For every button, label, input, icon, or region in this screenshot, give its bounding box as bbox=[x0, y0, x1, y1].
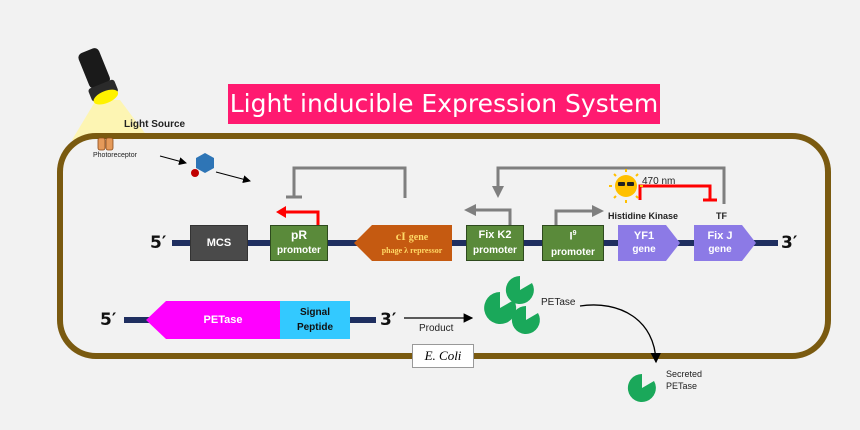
yf1-label: YF1 bbox=[633, 230, 655, 242]
signal-peptide-block: Signal Peptide bbox=[280, 301, 350, 339]
yf1-gene-label: gene bbox=[632, 244, 656, 255]
mcs-block: MCS bbox=[190, 225, 248, 261]
petase-gene-label: PETase bbox=[203, 314, 243, 326]
fixk2-promoter-block: Fix K2 promoter bbox=[466, 225, 524, 261]
secreted-label-line1: Secreted bbox=[666, 369, 703, 379]
secreted-petase-label: Secreted PETase bbox=[666, 368, 702, 392]
mcs-label: MCS bbox=[206, 236, 232, 249]
wavelength-label: 470 nm bbox=[642, 176, 676, 187]
tf-label: TF bbox=[716, 211, 727, 221]
i9-label: I bbox=[569, 230, 573, 243]
page-title: Light inducible Expression System bbox=[228, 84, 660, 124]
three-prime-label-1: 3′ bbox=[781, 233, 798, 253]
signal-molecule-icon bbox=[196, 153, 214, 173]
fixk2-label: Fix K2 bbox=[478, 229, 512, 241]
peptide-label: Peptide bbox=[296, 322, 334, 333]
fixj-gene-label: gene bbox=[708, 244, 732, 255]
ci-subtitle: phage λ repressor bbox=[381, 246, 443, 255]
pr-promoter-block: pR promoter bbox=[270, 225, 328, 261]
fixj-gene-shape bbox=[694, 225, 756, 261]
petase-enzyme-icons bbox=[484, 275, 540, 334]
five-prime-label-2: 5′ bbox=[100, 310, 117, 330]
ci-gene-label-block: cI gene phage λ repressor bbox=[372, 226, 452, 260]
signal-peptide-shape bbox=[280, 301, 350, 339]
fixj-label: Fix J bbox=[707, 230, 733, 242]
photoreceptor-label: Photoreceptor bbox=[93, 152, 137, 159]
petase-product-label: PETase bbox=[541, 297, 576, 308]
pr-promoter-label: promoter bbox=[277, 245, 321, 256]
three-prime-label-2: 3′ bbox=[380, 310, 397, 330]
i9-promoter-block: I9 promoter bbox=[542, 225, 604, 261]
sun-icon bbox=[609, 169, 643, 203]
i9-promoter-label: promoter bbox=[551, 246, 595, 258]
light-source-label: Light Source bbox=[124, 119, 186, 130]
pr-label: pR bbox=[291, 228, 307, 242]
ci-gene-shape bbox=[354, 225, 452, 261]
photoreceptor-icon bbox=[97, 137, 114, 151]
yf1-gene-block: YF1 gene bbox=[618, 226, 670, 260]
signal-label: Signal bbox=[299, 307, 330, 318]
five-prime-label-1: 5′ bbox=[150, 233, 167, 253]
product-label: Product bbox=[419, 323, 454, 334]
flashlight-icon bbox=[78, 48, 119, 105]
i9-sup: 9 bbox=[572, 230, 577, 238]
yf1-gene-shape bbox=[618, 225, 680, 261]
ci-gene-label: gene bbox=[408, 232, 429, 243]
fixk2-promoter-label: promoter bbox=[473, 245, 517, 256]
light-beam bbox=[72, 100, 150, 140]
cell-label: E. Coli bbox=[412, 344, 474, 368]
ci-label: cI bbox=[395, 229, 406, 243]
secreted-petase-icon bbox=[627, 373, 656, 402]
secreted-label-line2: PETase bbox=[666, 381, 698, 391]
fixj-gene-block: Fix J gene bbox=[694, 226, 746, 260]
histidine-kinase-label: Histidine Kinase bbox=[608, 211, 679, 221]
petase-gene-shape bbox=[146, 301, 280, 339]
